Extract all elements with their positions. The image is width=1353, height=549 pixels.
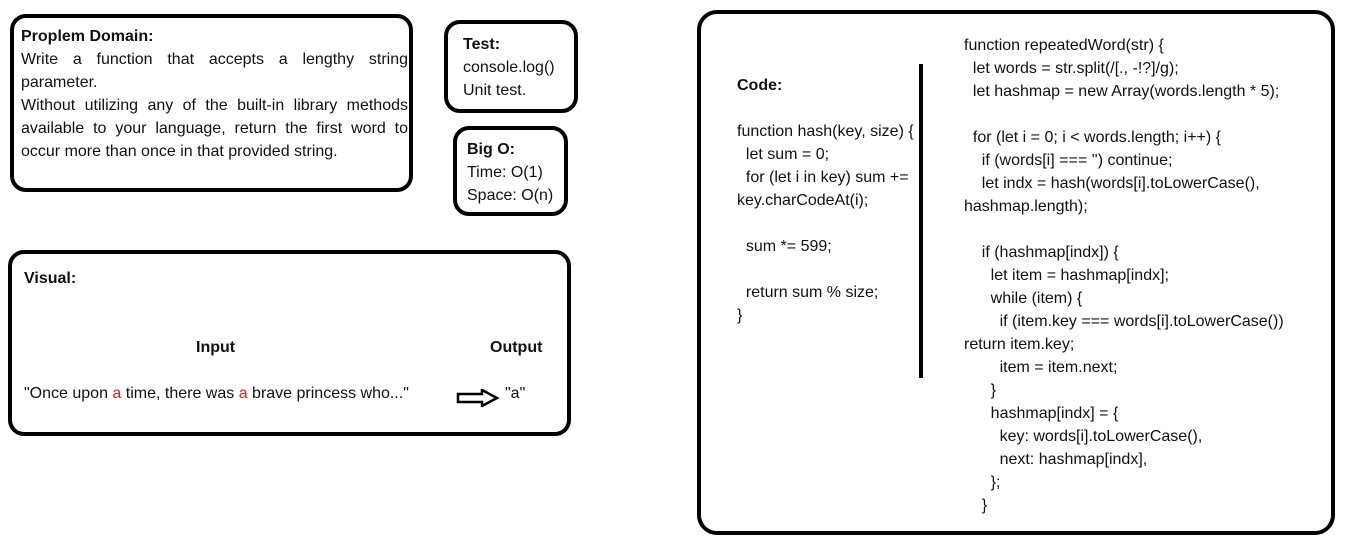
visual-title: Visual: [24,270,77,287]
test-box: Test: console.log() Unit test. [444,20,578,113]
hash-code-line: function hash(key, size) { [737,123,914,140]
repeated-code-line: while (item) { [964,290,1083,307]
repeated-code-line [964,218,1324,241]
visual-box: Visual: Input Output "Once upon a time, … [8,250,571,436]
hash-code-line: } [737,307,743,324]
repeated-code-line: } [964,497,988,514]
repeated-code-line: next: hashmap[indx], [964,451,1148,468]
test-line-1: console.log() [463,59,555,76]
big-o-space: Space: O(n) [467,187,554,204]
hash-code-line: for (let i in key) sum += key.charCodeAt… [737,169,914,209]
repeated-code-line: for (let i = 0; i < words.length; i++) { [964,129,1222,146]
hash-code-line: let sum = 0; [737,146,830,163]
output-value: "a" [505,385,526,402]
input-sentence-part-1: "Once upon [24,385,113,402]
repeated-code-line: let item = hashmap[indx]; [964,267,1169,284]
repeated-code-line: let hashmap = new Array(words.length * 5… [964,83,1280,100]
right-arrow-icon [456,389,500,407]
problem-domain-content: Proplem Domain: Write a function that ac… [21,26,408,163]
repeated-code-line: let words = str.split(/[., -!?]/g); [964,60,1179,77]
repeated-code-line: if (hashmap[indx]) { [964,244,1119,261]
big-o-title: Big O: [467,141,515,158]
hash-code-line: return sum % size; [737,284,879,301]
input-sentence-part-3: brave princess who..." [247,385,409,402]
repeated-code-line [964,103,1324,126]
code-divider [919,64,923,378]
hash-code-line [737,258,917,281]
test-line-2: Unit test. [463,82,527,99]
problem-domain-paragraph-1: Write a function that accepts a lengthy … [21,51,408,91]
problem-domain-paragraph-2: Without utilizing any of the built-in li… [21,97,408,160]
repeated-code-line: }; [964,474,1001,491]
repeated-code-line: } [964,382,997,399]
big-o-time: Time: O(1) [467,164,543,181]
repeated-code-line: if (words[i] === '') continue; [964,152,1173,169]
test-content: Test: console.log() Unit test. [463,33,555,102]
big-o-box: Big O: Time: O(1) Space: O(n) [453,126,568,216]
code-title: Code: [737,77,783,94]
output-heading: Output [490,339,543,356]
problem-domain-title: Proplem Domain: [21,28,154,45]
repeated-word-function-code: function repeatedWord(str) { let words =… [964,34,1324,517]
repeated-code-line: if (item.key === words[i].toLowerCase())… [964,313,1289,353]
input-highlight-word-2: a [238,385,248,402]
problem-domain-box: Proplem Domain: Write a function that ac… [10,14,413,192]
input-highlight-word-1: a [112,385,122,402]
hash-code-line [737,212,917,235]
big-o-content: Big O: Time: O(1) Space: O(n) [467,138,553,207]
input-sentence: "Once upon a time, there was a brave pri… [24,385,409,403]
hash-function-code: function hash(key, size) { let sum = 0; … [737,120,917,327]
repeated-code-line: key: words[i].toLowerCase(), [964,428,1203,445]
test-title: Test: [463,36,501,53]
repeated-code-line: item = item.next; [964,359,1118,376]
repeated-code-line: let indx = hash(words[i].toLowerCase(), … [964,175,1265,215]
repeated-code-line: function repeatedWord(str) { [964,37,1164,54]
hash-code-line: sum *= 599; [737,238,832,255]
code-box: Code: function hash(key, size) { let sum… [697,10,1335,535]
input-sentence-part-2: time, there was [121,385,239,402]
input-heading: Input [196,339,236,356]
repeated-code-line: hashmap[indx] = { [964,405,1119,422]
